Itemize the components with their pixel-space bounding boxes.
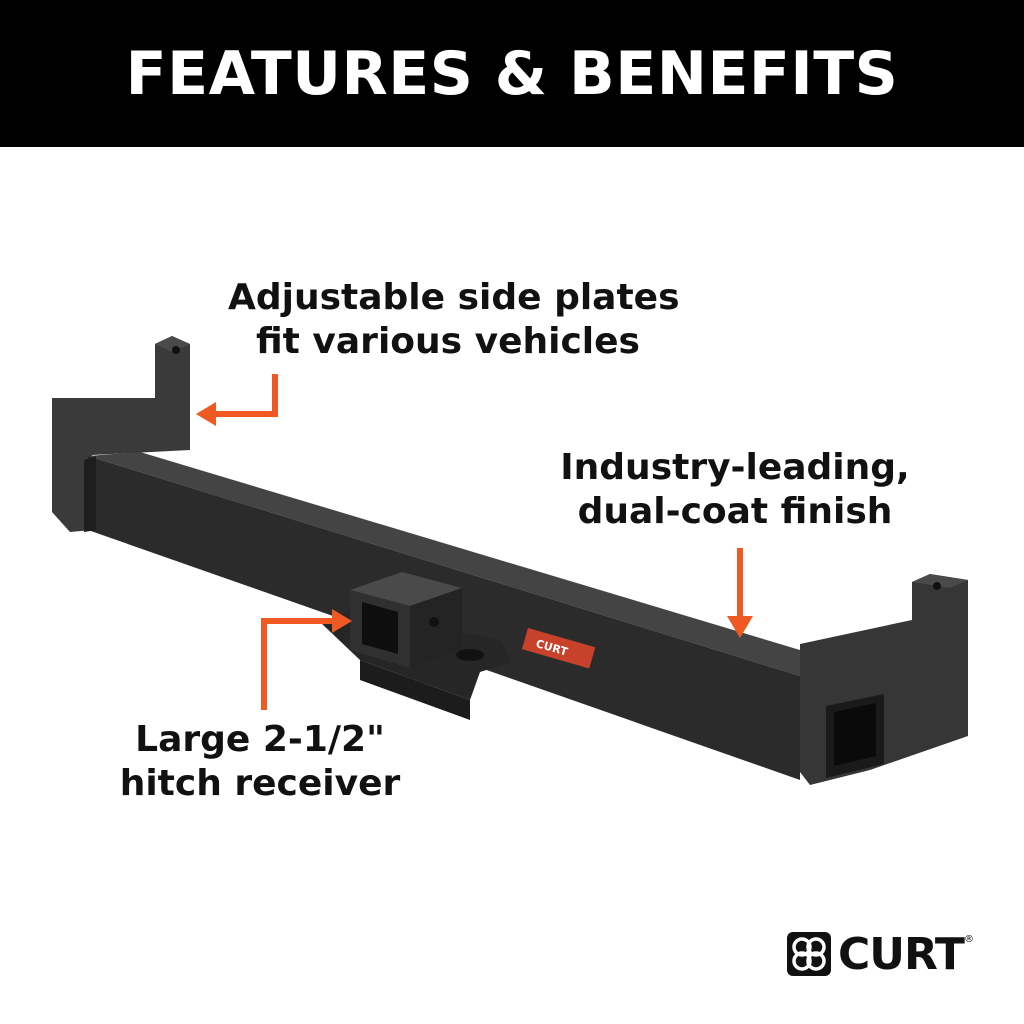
product-label: CURT <box>521 628 596 669</box>
hitch-receiver <box>320 572 512 720</box>
callout-receiver-line2: hitch receiver <box>119 763 401 804</box>
arrow-finish <box>727 548 753 638</box>
arrow-receiver <box>261 609 352 710</box>
arrow-side-plates <box>196 374 278 426</box>
callout-receiver-line1: Large 2-1/2" <box>135 719 385 760</box>
curt-knot-icon <box>787 932 831 976</box>
callout-side-plates-line1: Adjustable side plates <box>228 277 680 318</box>
right-side-plate <box>800 574 968 785</box>
callout-finish: Industry-leading, dual-coat finish <box>560 446 910 534</box>
callout-finish-line1: Industry-leading, <box>560 447 910 488</box>
brand-logo: CURT ® <box>786 928 974 980</box>
header-banner: FEATURES & BENEFITS <box>0 0 1024 147</box>
brand-wordmark: CURT <box>838 928 965 980</box>
callout-side-plates: Adjustable side plates fit various vehic… <box>228 276 680 364</box>
callout-receiver: Large 2-1/2" hitch receiver <box>110 718 410 806</box>
callout-side-plates-line2: fit various vehicles <box>256 321 640 362</box>
callout-finish-line2: dual-coat finish <box>577 491 893 532</box>
registered-mark: ® <box>963 934 974 945</box>
page-title: FEATURES & BENEFITS <box>125 38 899 109</box>
